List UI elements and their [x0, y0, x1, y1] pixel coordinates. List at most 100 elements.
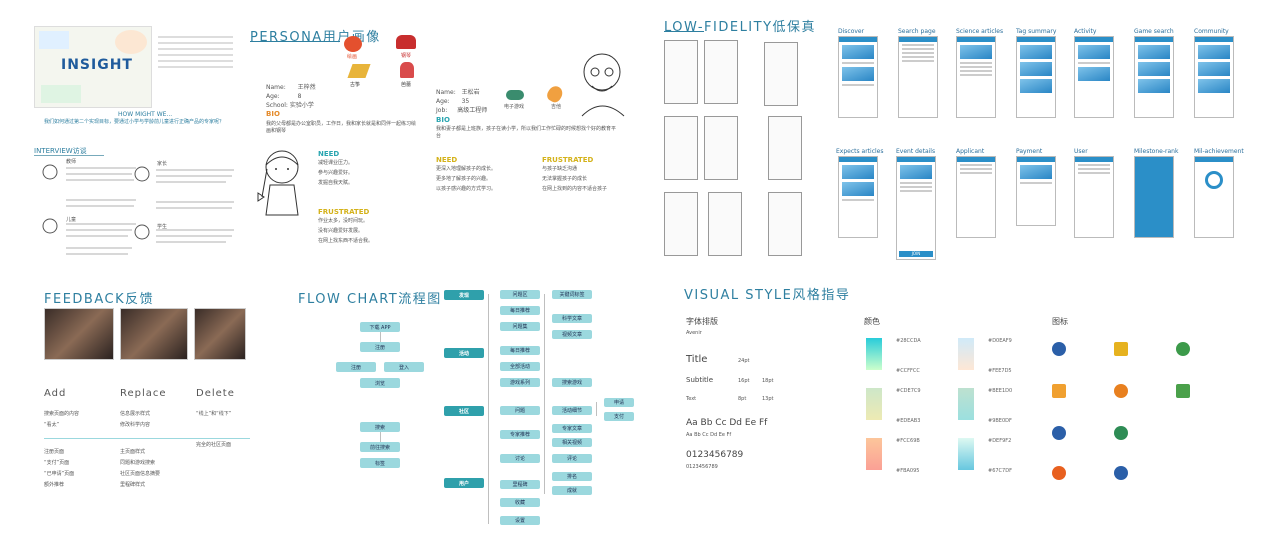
- feedback-replace-1: 信息展示样式: [120, 411, 151, 417]
- flow-fourth-2: 支付: [604, 412, 634, 421]
- hifi-label-expects: Expects articles: [836, 148, 884, 155]
- color-head: 颜色: [864, 317, 880, 326]
- p1-name-label: Name:: [266, 84, 286, 91]
- swatch-top-hex: #CDE7C9: [896, 388, 921, 394]
- insight-logo: INSIGHT: [61, 57, 133, 73]
- p2-need-1: 更深入地理解孩子的成长。: [436, 166, 497, 172]
- p2-frustrated-3: 在网上找到的内容不适合孩子: [542, 186, 608, 192]
- flow-third-9: 排名: [552, 472, 592, 481]
- book-icon: [1176, 384, 1190, 398]
- insight-note: [158, 32, 233, 72]
- palette-icon: [344, 36, 362, 52]
- hifi-label-milestone: Milestone-rank: [1134, 148, 1179, 155]
- flow-main-user: 用户: [444, 478, 484, 488]
- hifi-label-user: User: [1074, 148, 1088, 155]
- feedback-replace-4: 同题和游戏搜索: [120, 460, 156, 466]
- hifi-screen-13: [1134, 156, 1174, 238]
- swatch-bottom-hex: #CCFFCC: [896, 368, 920, 374]
- feedback-add-head: Add: [44, 388, 67, 399]
- lowfi-title: LOW-FIDELITY低保真: [664, 20, 817, 35]
- swatch-top-hex: #BEE1D0: [988, 388, 1013, 394]
- flow-sub-11: 收藏: [500, 498, 540, 507]
- flow-sub-2: 每日推荐: [500, 306, 540, 315]
- hifi-label-tag: Tag summary: [1016, 28, 1057, 35]
- p1-girl-sketch: [257, 150, 299, 216]
- p2-age: 35: [461, 98, 470, 105]
- subtitle-size-1: 16pt: [738, 378, 750, 384]
- p2-hobby-1: 电子游戏: [504, 104, 525, 110]
- p2-frustrated-1: 与孩子缺乏沟通: [542, 166, 578, 172]
- flow-third-1: 关键词标签: [552, 290, 592, 299]
- swatch-top-hex: #DEF9F2: [988, 438, 1012, 444]
- hmw-text: 我们如何通过第二个实现目标，要通过小学与学龄前儿童进行正确产品的专家呢？: [43, 119, 224, 125]
- digits-small: 0123456789: [686, 464, 718, 470]
- p2-man-sketch: [581, 53, 625, 117]
- flow-sub-3: 问题集: [500, 322, 540, 331]
- hifi-screen-2: [898, 36, 938, 118]
- feedback-photo-3: [194, 308, 246, 360]
- interview-right-1: 家长: [157, 161, 168, 167]
- ballet-icon: [400, 62, 414, 78]
- flow-third-4: 搜索游戏: [552, 378, 592, 387]
- hifi-screen-1: [838, 36, 878, 118]
- flow-sub-1: 问题区: [500, 290, 540, 299]
- flow-sub-12: 设置: [500, 516, 540, 525]
- interview-left-1: 教师: [66, 159, 77, 165]
- hifi-label-activity: Activity: [1074, 28, 1097, 35]
- subtitle-size-2: 18pt: [762, 378, 774, 384]
- text-size-2: 13pt: [762, 396, 774, 402]
- p2-need-2: 更多地了解孩子的兴趣。: [436, 176, 492, 182]
- p1-bio-label: BIO: [266, 110, 280, 118]
- feedback-delete-2: 完全的社区页面: [196, 442, 232, 448]
- flow-third-2: 科学文章: [552, 314, 592, 323]
- flow-title: FLOW CHART流程图: [298, 292, 442, 307]
- color-swatch: [958, 338, 974, 370]
- flow-sub-4: 每日推荐: [500, 346, 540, 355]
- hifi-label-payment: Payment: [1016, 148, 1043, 155]
- guzheng-icon: [347, 64, 371, 78]
- feedback-col-add: Add 搜索页面的内容 “看太” 注册页面 “支付”页面 “已申请”页面 额外推…: [44, 388, 79, 489]
- p1-age-label: Age:: [266, 93, 280, 100]
- type-head: 字体排版: [686, 317, 718, 326]
- flow-third-6: 专家文章: [552, 424, 592, 433]
- crown-icon: [1052, 384, 1066, 398]
- flow-go-search: 前往搜索: [360, 442, 400, 452]
- insight-collage: INSIGHT: [34, 26, 152, 108]
- flow-third-5: 活动细节: [552, 406, 592, 415]
- visual-title: VISUAL STYLE风格指导: [684, 288, 851, 303]
- p2-frustrated-items: 与孩子缺乏沟通 无法掌握孩子的成长 在网上找到的内容不适合孩子: [542, 166, 607, 193]
- user-icon: [1052, 426, 1066, 440]
- flow-register: 注册: [360, 342, 400, 352]
- p1-need-1: 减轻课业压力。: [318, 160, 354, 166]
- swatch-bottom-hex: #67C7DF: [988, 468, 1012, 474]
- flow-sub-6: 游戏系列: [500, 378, 540, 387]
- flow-third-10: 成就: [552, 486, 592, 495]
- flow-main-discover: 发现: [444, 290, 484, 300]
- flow-main-community: 社区: [444, 406, 484, 416]
- title-size: 24pt: [738, 358, 750, 364]
- flow-download: 下载 APP: [360, 322, 400, 332]
- feedback-add-3: 注册页面: [44, 449, 65, 455]
- hifi-label-discover: Discover: [838, 28, 865, 35]
- text-sample: Text: [686, 396, 697, 402]
- p2-job: 高级工程师: [457, 107, 488, 114]
- p1-hobby-4: 芭蕾: [401, 82, 412, 88]
- join-button[interactable]: JOIN: [899, 251, 933, 257]
- p1-school: 实验小学: [289, 102, 314, 109]
- feedback-delete-head: Delete: [196, 388, 235, 399]
- feedback-add-5: “已申请”页面: [44, 471, 75, 477]
- flow-third-8: 评论: [552, 454, 592, 463]
- p2-need-label: NEED: [436, 156, 458, 164]
- icon-head: 图标: [1052, 317, 1068, 326]
- interview-left-2: 儿童: [66, 217, 77, 223]
- feedback-photo-1: [44, 308, 114, 360]
- feedback-add-6: 额外推荐: [44, 482, 65, 488]
- hifi-label-event: Event details: [896, 148, 936, 155]
- feedback-photo-2: [120, 308, 188, 360]
- font-name: Avenir: [686, 330, 702, 336]
- flow-third-3: 视频文章: [552, 330, 592, 339]
- flow-third-7: 相关视频: [552, 438, 592, 447]
- color-swatch: [866, 388, 882, 420]
- feedback-replace-head: Replace: [120, 388, 167, 399]
- how-might-we: HOW MIGHT WE...: [118, 111, 173, 118]
